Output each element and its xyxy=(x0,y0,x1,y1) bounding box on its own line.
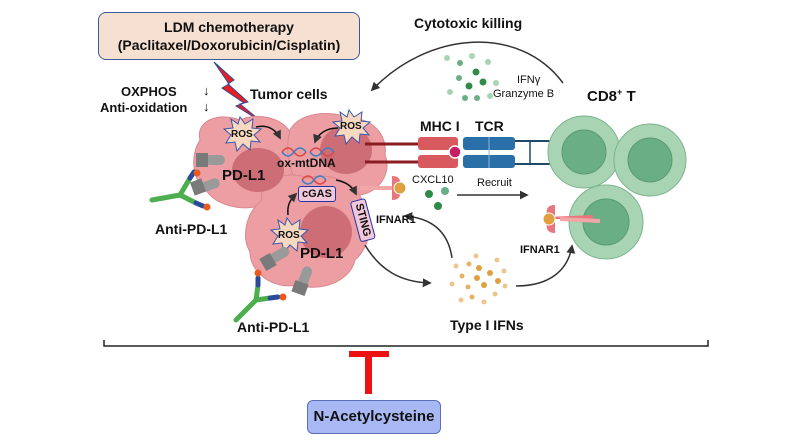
ifn-gamma-granzyme-dots xyxy=(444,53,499,101)
ifn-gamma-label: IFNγ xyxy=(517,74,541,86)
ifn-to-ifnar1-tumor-arrow xyxy=(403,212,453,259)
tumor-to-ifn-arrow xyxy=(364,244,432,288)
anti-oxidation-label: Anti-oxidation xyxy=(100,100,188,115)
ros-star-icon xyxy=(222,115,263,153)
tcr-label: TCR xyxy=(475,118,504,134)
cd8-t-label: CD8+ T xyxy=(587,87,636,105)
anti-pd-l1-lower-label: Anti-PD-L1 xyxy=(237,319,310,335)
cxcl10-dots xyxy=(425,187,449,210)
oxphos-down-arrow: ↓ xyxy=(203,83,210,98)
cd8-t-cells xyxy=(547,115,687,260)
granzyme-b-label: Granzyme B xyxy=(493,88,555,100)
ox-mtdna-label: ox-mtDNA xyxy=(277,156,336,170)
ros-label: ROS xyxy=(340,121,362,132)
cgas-label: cGAS xyxy=(298,186,336,202)
cd8-superscript: + xyxy=(617,87,623,97)
cd8-text: CD8 xyxy=(587,88,618,105)
type-i-ifn-dots xyxy=(449,253,508,305)
recruit-label: Recruit xyxy=(477,177,512,189)
anti-pd-l1-upper-label: Anti-PD-L1 xyxy=(155,221,228,237)
ros-label: ROS xyxy=(278,230,300,241)
ifnar1-tumor-label: IFNAR1 xyxy=(376,214,416,226)
ros-label: ROS xyxy=(231,129,253,140)
ifnar1-receptor-tumor xyxy=(360,176,407,200)
tumor-cells-label: Tumor cells xyxy=(250,86,328,102)
ifnar1-receptor-tcell xyxy=(542,205,601,233)
mhc-tcr-complex xyxy=(365,137,560,168)
type-i-ifns-label: Type I IFNs xyxy=(450,317,524,333)
n-acetylcysteine-box: N-Acetylcysteine xyxy=(307,400,441,434)
mtdna-helix-icon xyxy=(281,147,335,185)
ifnar1-tcell-label: IFNAR1 xyxy=(520,244,560,256)
ros-star-icon xyxy=(331,108,372,146)
bracket xyxy=(103,340,709,347)
ros-star-icon xyxy=(269,216,310,254)
cxcl10-label: CXCL10 xyxy=(412,174,454,186)
anti-oxidation-down-arrow: ↓ xyxy=(203,99,210,114)
ldm-drugs: (Paclitaxel/Doxorubicin/Cisplatin) xyxy=(117,37,341,53)
cd8-suffix: T xyxy=(622,88,636,105)
pd-l1-lower-label: PD-L1 xyxy=(300,245,344,262)
anti-pd-l1-antibody-icon xyxy=(149,169,287,323)
inhibition-icon xyxy=(349,351,389,394)
pd-l1-receptor xyxy=(189,153,313,297)
cytotoxic-killing-arrow xyxy=(370,41,564,92)
oxphos-label: OXPHOS xyxy=(121,84,177,99)
ldm-chemotherapy-box: LDM chemotherapy (Paclitaxel/Doxorubicin… xyxy=(98,12,360,60)
cytotoxic-killing-label: Cytotoxic killing xyxy=(414,15,523,31)
mhc-i-label: MHC I xyxy=(420,118,460,134)
ifn-to-tcell-arrow xyxy=(515,244,576,287)
pd-l1-upper-label: PD-L1 xyxy=(222,167,266,184)
ldm-title: LDM chemotherapy xyxy=(164,19,294,35)
